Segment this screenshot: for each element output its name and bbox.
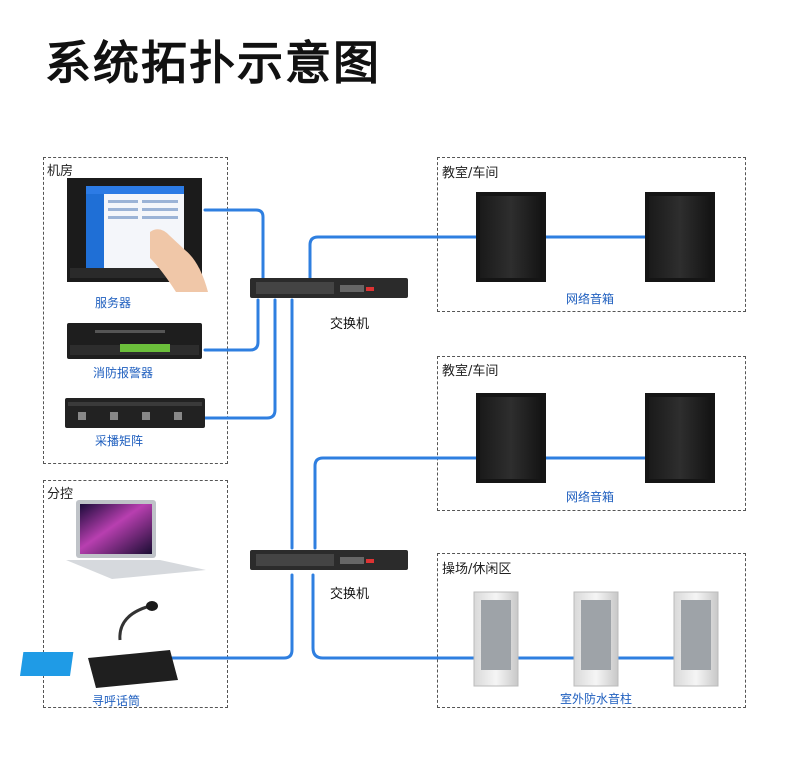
speaker-icon — [476, 192, 546, 282]
laptop-icon — [66, 500, 206, 579]
speakers-1-label: 网络音箱 — [566, 292, 615, 306]
cables — [170, 208, 680, 660]
outdoor-label: 室外防水音柱 — [560, 692, 633, 706]
matrix-icon — [65, 398, 205, 428]
microphone-icon — [19, 601, 178, 688]
zone-label-classroom-2: 教室/车间 — [442, 360, 499, 379]
cable-matrix — [203, 298, 277, 420]
switch-bottom-label: 交换机 — [330, 587, 370, 602]
speaker-icon — [645, 192, 715, 282]
cable-fire-alarm — [203, 298, 260, 352]
zone-classroom-2 — [437, 356, 746, 511]
zone-label-classroom-1: 教室/车间 — [442, 162, 499, 181]
switch-top-icon — [250, 278, 408, 298]
zone-playground — [437, 553, 746, 708]
switch-top-label: 交换机 — [330, 317, 370, 332]
server-icon — [67, 178, 208, 292]
zone-label-playground: 操场/休闲区 — [442, 558, 512, 577]
speakers-2-label: 网络音箱 — [566, 490, 615, 504]
speaker-icon — [645, 393, 715, 483]
cable-mic — [170, 573, 294, 660]
cable-speakers-1 — [308, 235, 652, 284]
server-label: 服务器 — [95, 296, 132, 310]
fire-alarm-label: 消防报警器 — [93, 366, 154, 380]
cable-outdoor — [311, 573, 680, 660]
switch-bottom-icon — [250, 550, 408, 570]
zone-label-machine-room: 机房 — [47, 160, 74, 179]
column-speaker-icon — [673, 591, 719, 687]
column-speaker-icon — [473, 591, 519, 687]
zone-branch-control — [43, 480, 228, 708]
matrix-label: 采播矩阵 — [95, 434, 144, 448]
zone-label-branch-control: 分控 — [47, 483, 74, 502]
zone-classroom-1 — [437, 157, 746, 312]
mic-label: 寻呼话筒 — [92, 694, 141, 708]
cable-server — [203, 208, 265, 282]
column-speaker-icon — [573, 591, 619, 687]
fire-alarm-icon — [67, 323, 202, 359]
diagram-title: 系统拓扑示意图 — [45, 36, 381, 90]
zone-machine-room — [43, 157, 228, 464]
cable-speakers-2 — [313, 456, 652, 550]
speaker-icon — [476, 393, 546, 483]
